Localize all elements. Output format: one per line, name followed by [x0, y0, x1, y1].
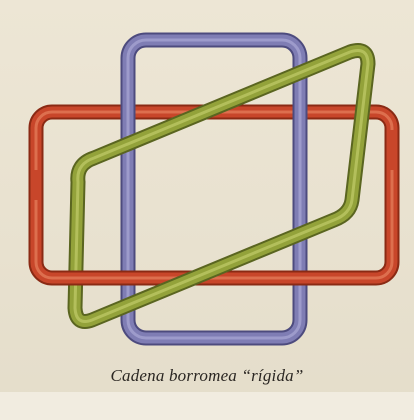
figure-caption: Cadena borromea “rígida”	[0, 366, 414, 386]
page-bottom-band	[0, 392, 414, 420]
borromean-rings-figure	[0, 0, 414, 360]
orange-rectangle	[36, 112, 392, 278]
